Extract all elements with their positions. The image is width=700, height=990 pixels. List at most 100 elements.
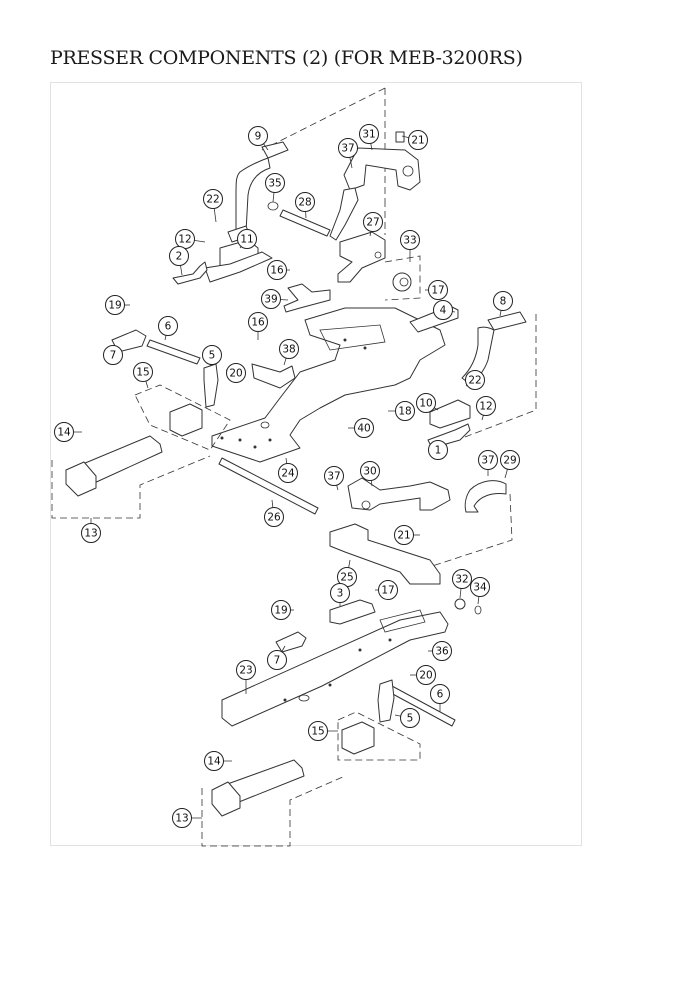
callout-part-30: 30 bbox=[360, 461, 380, 481]
callout-number: 14 bbox=[207, 756, 221, 768]
callout-number: 28 bbox=[298, 197, 311, 209]
callout-part-13: 13 bbox=[81, 523, 101, 543]
callout-circle bbox=[363, 212, 383, 232]
callout-part-7: 7 bbox=[103, 345, 123, 365]
callout-part-37: 37 bbox=[338, 138, 358, 158]
callout-circle bbox=[54, 422, 74, 442]
callout-number: 12 bbox=[178, 234, 191, 246]
callout-circle bbox=[465, 370, 485, 390]
callout-part-2: 2 bbox=[169, 246, 189, 266]
part-10-clamp bbox=[429, 399, 471, 429]
part-6-shaft-upper bbox=[146, 339, 201, 365]
callout-number: 5 bbox=[407, 713, 414, 725]
callout-circle bbox=[428, 440, 448, 460]
callout-number: 37 bbox=[481, 455, 494, 467]
callout-part-21: 21 bbox=[394, 525, 414, 545]
callout-part-8: 8 bbox=[493, 291, 513, 311]
callout-circle bbox=[394, 525, 414, 545]
callout-number: 34 bbox=[473, 582, 487, 594]
callout-part-21: 21 bbox=[408, 130, 428, 150]
part-29-hook bbox=[419, 480, 513, 571]
callout-number: 13 bbox=[84, 528, 97, 540]
callout-number: 39 bbox=[264, 294, 277, 306]
callout-part-17: 17 bbox=[428, 280, 448, 300]
callout-circle bbox=[267, 650, 287, 670]
part-13-cylinder-lower bbox=[201, 759, 346, 847]
part-25-bracket bbox=[329, 523, 441, 585]
callout-number: 2 bbox=[176, 251, 183, 263]
callout-circle bbox=[338, 138, 358, 158]
callout-part-29: 29 bbox=[500, 450, 520, 470]
callout-circle bbox=[433, 300, 453, 320]
callout-part-16: 16 bbox=[267, 260, 287, 280]
callout-circle bbox=[478, 450, 498, 470]
callout-number: 19 bbox=[274, 605, 287, 617]
part-3-plate bbox=[329, 599, 376, 625]
callout-circle bbox=[172, 808, 192, 828]
callout-number: 7 bbox=[274, 655, 281, 667]
callout-part-24: 24 bbox=[278, 463, 298, 483]
callout-number: 17 bbox=[381, 585, 394, 597]
part-2-plate bbox=[172, 261, 208, 285]
callout-circle bbox=[271, 600, 291, 620]
callout-number: 40 bbox=[357, 423, 370, 435]
callout-circle bbox=[359, 124, 379, 144]
callout-part-20: 20 bbox=[416, 665, 436, 685]
callout-part-28: 28 bbox=[295, 192, 315, 212]
diagram-frame bbox=[50, 82, 582, 846]
callout-number: 21 bbox=[411, 135, 424, 147]
callout-part-39: 39 bbox=[261, 289, 281, 309]
part-33-collar bbox=[384, 255, 421, 301]
callout-circle bbox=[264, 507, 284, 527]
callout-part-26: 26 bbox=[264, 507, 284, 527]
callout-number: 24 bbox=[281, 468, 295, 480]
callout-part-32: 32 bbox=[452, 569, 472, 589]
part-5-lever-lower bbox=[377, 679, 395, 723]
callout-circle bbox=[203, 189, 223, 209]
callout-circle bbox=[408, 130, 428, 150]
callout-part-33: 33 bbox=[400, 230, 420, 250]
part-34-ring bbox=[474, 605, 482, 615]
callout-circle bbox=[308, 721, 328, 741]
callout-circle bbox=[330, 583, 350, 603]
part-24-presser-plate bbox=[211, 307, 446, 463]
callout-circle bbox=[476, 396, 496, 416]
part-31-arm bbox=[329, 131, 421, 241]
callout-number: 19 bbox=[108, 300, 121, 312]
callout-part-6: 6 bbox=[430, 684, 450, 704]
callout-number: 33 bbox=[403, 235, 416, 247]
callout-number: 37 bbox=[327, 471, 340, 483]
callout-part-35: 35 bbox=[265, 173, 285, 193]
callout-number: 22 bbox=[468, 375, 481, 387]
callout-circle bbox=[265, 173, 285, 193]
callout-number: 37 bbox=[341, 143, 354, 155]
callout-circle bbox=[133, 362, 153, 382]
callout-number: 35 bbox=[268, 178, 281, 190]
part-30-arm bbox=[347, 477, 451, 511]
callout-number: 14 bbox=[57, 427, 71, 439]
callout-circle bbox=[324, 466, 344, 486]
callout-part-37: 37 bbox=[478, 450, 498, 470]
callout-part-34: 34 bbox=[470, 577, 490, 597]
callout-part-10: 10 bbox=[416, 393, 436, 413]
callout-number: 12 bbox=[479, 401, 492, 413]
callout-circle bbox=[432, 641, 452, 661]
callout-number: 21 bbox=[397, 530, 410, 542]
callout-number: 9 bbox=[255, 131, 262, 143]
callout-number: 38 bbox=[282, 344, 295, 356]
callout-number: 11 bbox=[240, 234, 253, 246]
callout-circle bbox=[295, 192, 315, 212]
callout-part-17: 17 bbox=[378, 580, 398, 600]
callout-part-27: 27 bbox=[363, 212, 383, 232]
callout-part-38: 38 bbox=[279, 339, 299, 359]
callout-part-19: 19 bbox=[271, 600, 291, 620]
part-artwork bbox=[51, 87, 537, 847]
callout-number: 23 bbox=[239, 665, 252, 677]
callout-part-3: 3 bbox=[330, 583, 350, 603]
callout-circle bbox=[105, 295, 125, 315]
callout-number: 22 bbox=[206, 194, 219, 206]
part-13-cylinder-upper bbox=[51, 435, 211, 519]
callout-number: 3 bbox=[337, 588, 344, 600]
callout-number: 6 bbox=[165, 321, 172, 333]
